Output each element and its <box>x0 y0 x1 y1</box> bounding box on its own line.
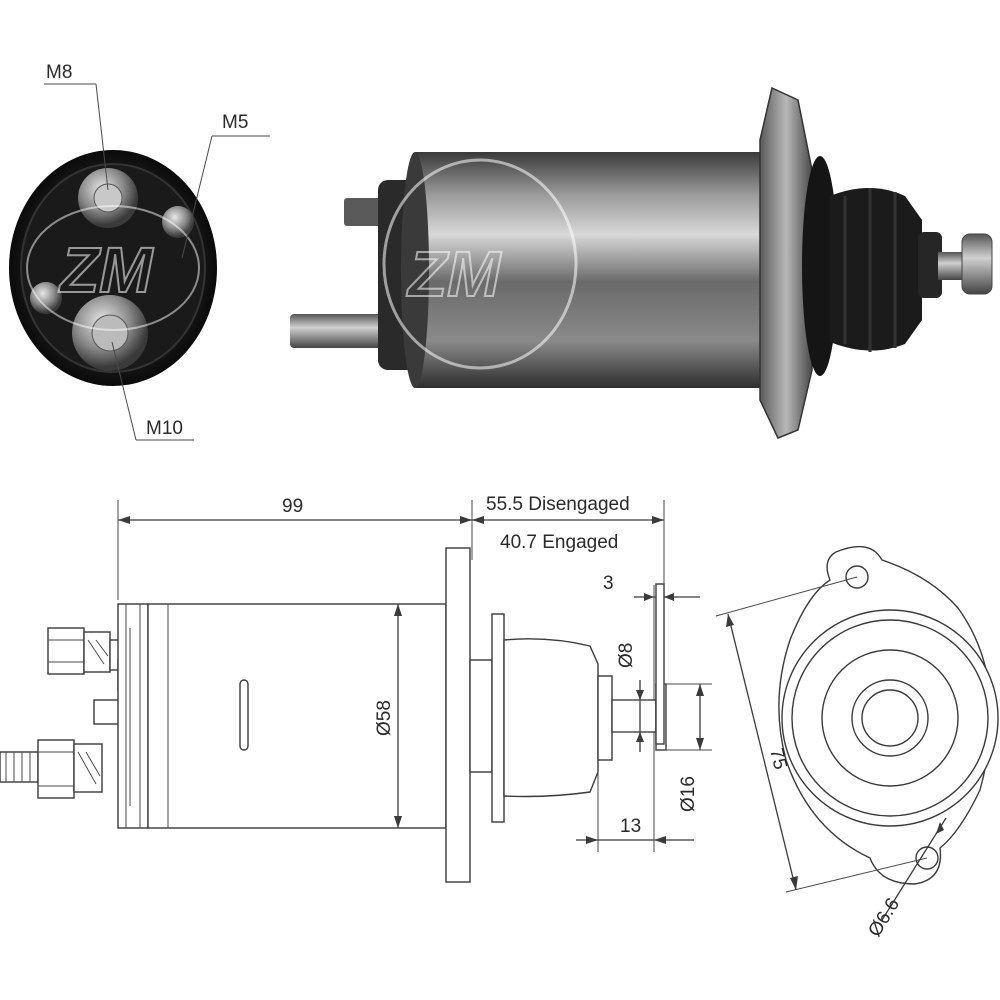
side-flange <box>759 86 813 439</box>
drawing-body <box>147 603 447 829</box>
dim-hole-diameter: Ø6.6 <box>864 895 904 941</box>
dim-flange-spacing: 75 <box>765 746 790 772</box>
watermark-logo: ZM <box>58 234 154 306</box>
watermark-ring <box>26 205 200 331</box>
dim-gap: 3 <box>603 573 614 594</box>
dim-length: 99 <box>282 496 303 517</box>
side-plunger-head <box>961 233 993 295</box>
end-view-photo: ZM <box>9 150 217 386</box>
m5-terminal <box>30 206 194 314</box>
dim-head-offset: 13 <box>620 816 641 837</box>
drawing-boot <box>503 638 599 798</box>
dim-travel-engaged: 40.7 Engaged <box>500 532 618 553</box>
drawing-plunger <box>611 699 657 733</box>
side-watermark-ring <box>382 158 578 370</box>
drawing-end-cap <box>117 603 149 829</box>
m10-label: M10 <box>146 418 183 439</box>
m5-label: M5 <box>222 112 248 133</box>
dim-head-diameter: Ø16 <box>678 776 699 812</box>
technical-side-view: 99 55.5 Disengaged 40.7 Engaged 3 <box>0 494 712 883</box>
side-view-photo: ZM <box>290 86 993 439</box>
drawing-flange <box>445 547 471 883</box>
dim-plunger-diameter: Ø8 <box>616 643 637 668</box>
technical-front-view: 75 Ø6.6 <box>715 545 999 941</box>
m8-terminal <box>78 168 138 228</box>
m10-terminal <box>72 295 148 371</box>
m8-label: M8 <box>46 62 72 83</box>
solenoid-body <box>415 152 773 388</box>
side-watermark-logo: ZM <box>406 238 502 310</box>
stud-large <box>290 314 400 348</box>
dim-line-flange-spacing <box>727 613 797 891</box>
dim-body-diameter: Ø58 <box>374 700 395 736</box>
rubber-boot <box>830 188 922 351</box>
dim-travel-disengaged: 55.5 Disengaged <box>486 494 630 515</box>
